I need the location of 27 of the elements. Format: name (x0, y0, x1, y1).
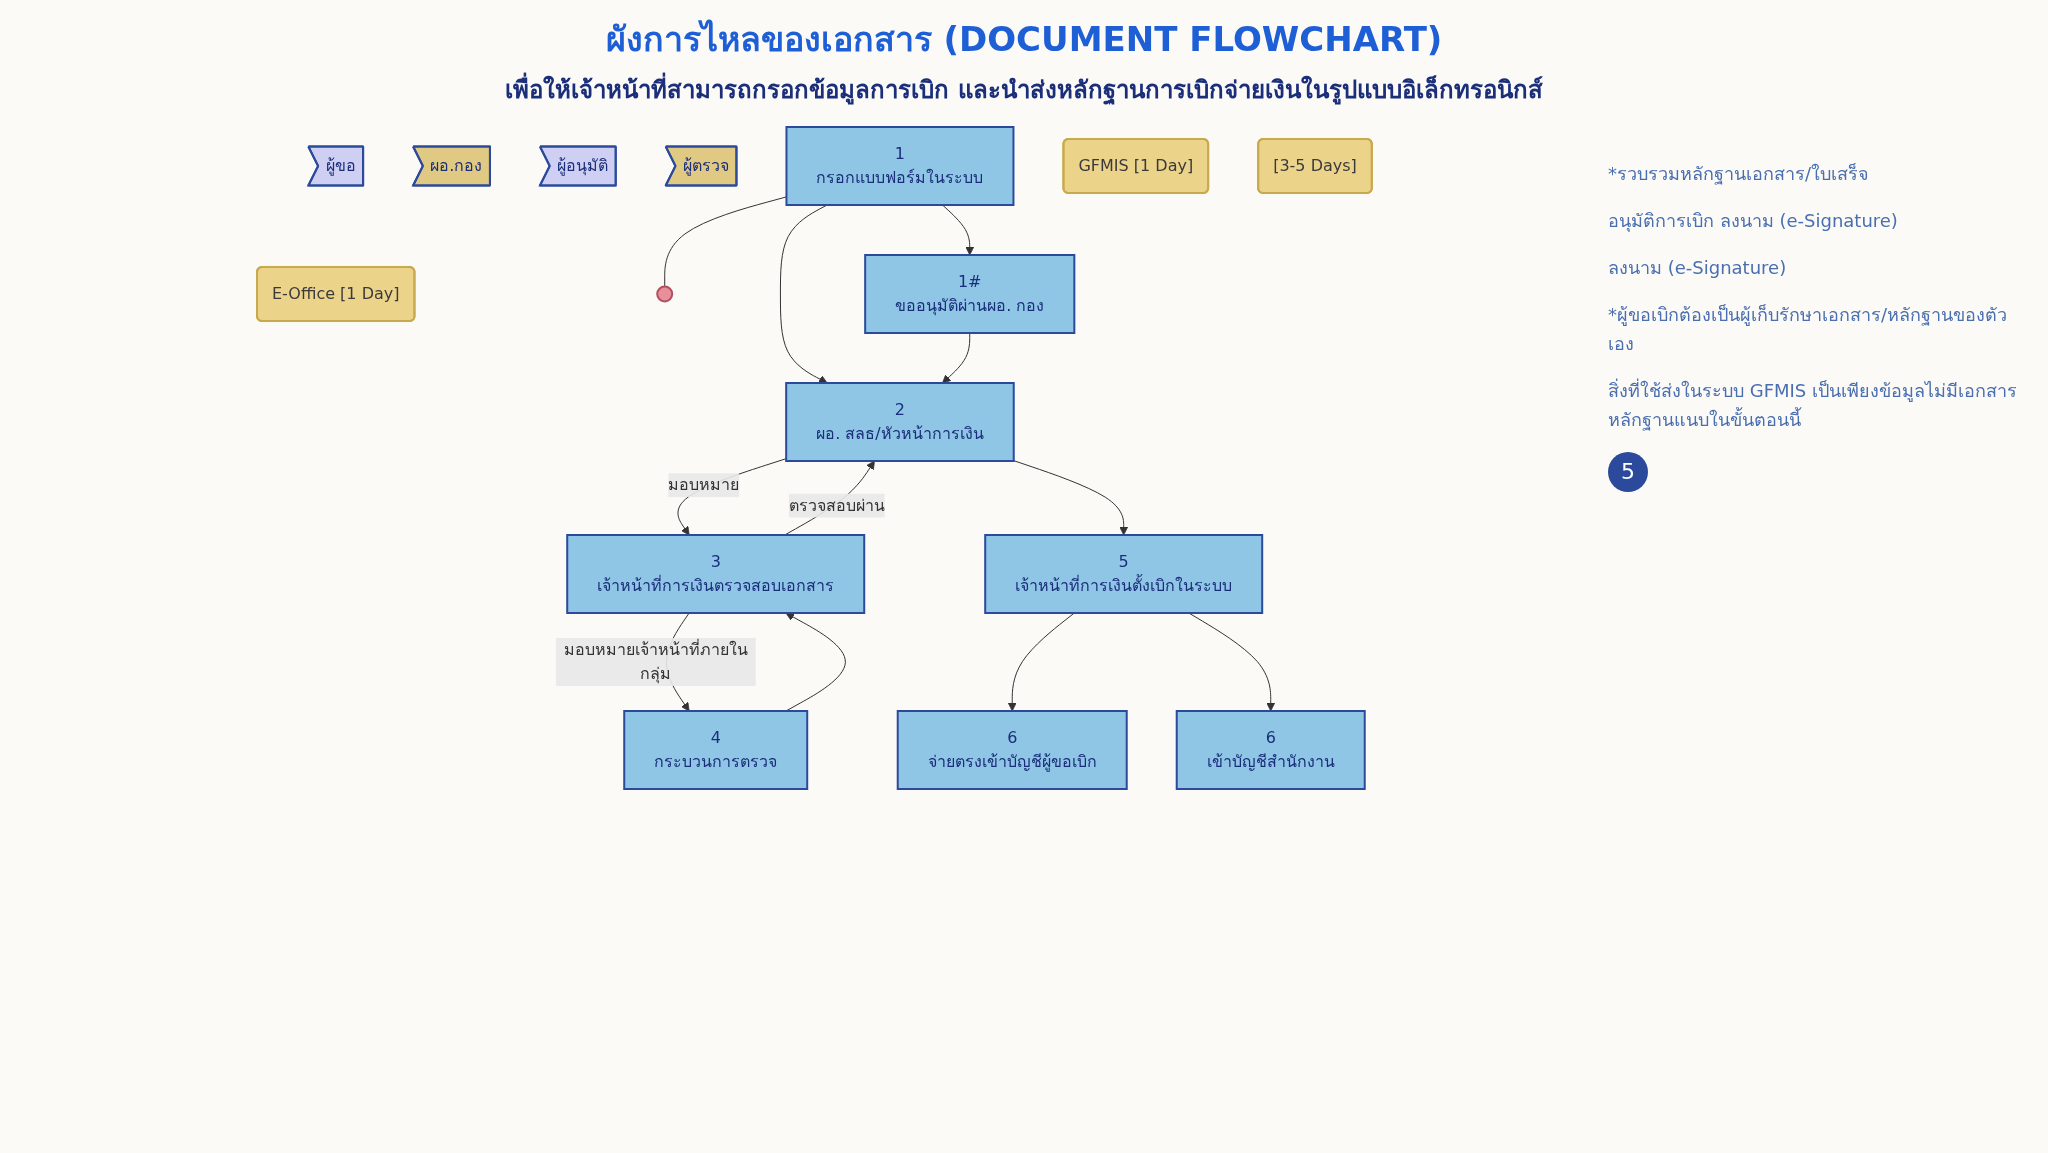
node-box: 2 ผอ. สลธ/หัวหน้าการเงิน (784, 382, 1015, 462)
edge-label: ตรวจสอบผ่าน (788, 495, 885, 515)
title: ผังการไหลของเอกสาร (DOCUMENT FLOWCHART) (604, 18, 1444, 61)
arrow (785, 612, 846, 712)
node-box: 6 จ่ายตรงเข้าบัญชีผู้ขอเบิก (896, 710, 1128, 790)
page-number: 5 (1608, 452, 1648, 492)
arrow (1012, 460, 1128, 536)
node-box: 1# ขออนุมัติผ่านผอ. กอง (863, 254, 1075, 334)
footnote: *ผู้ขอเบิกต้องเป็นผู้เก็บรักษาเอกสาร/หลักฐานของตัวเอง (1608, 303, 2009, 356)
node-box: 4 กระบวนการตรวจ (622, 710, 808, 790)
signature-note: อนุมัติการเบิก ลงนาม (e-Signature) (1608, 209, 1899, 234)
signature-note: ลงนาม (e-Signature) (1608, 256, 1788, 280)
node-box: 3 เจ้าหน้าที่การเงินตรวจสอบเอกสาร (565, 534, 865, 614)
node-box: 6 เข้าบัญชีสำนักงาน (1175, 710, 1366, 790)
connector (663, 196, 787, 287)
node-circle (655, 285, 673, 303)
node-box: 1 กรอกแบบฟอร์มในระบบ (785, 126, 1015, 206)
edge-label: มอบหมายเจ้าหน้าที่ภายในกลุ่ม (563, 640, 748, 683)
arrow (1007, 612, 1075, 712)
node-box: 5 เจ้าหน้าที่การเงินตั้งเบิกในระบบ (983, 534, 1263, 614)
subtitle: เพื่อให้เจ้าหน้าที่สามารถกรอกข้อมูลการเบิก และนำส่งหลักฐานการเบิกจ่ายเงินในรูปแบบอิเล็กทรอนิกส์ (0, 70, 2048, 109)
arrow (779, 204, 828, 384)
note: *รวบรวมหลักฐานเอกสาร/ใบเสร็จ (1608, 162, 1871, 187)
arrow (941, 332, 970, 384)
edge-label: มอบหมาย (667, 475, 739, 495)
note: สิ่งที่ใช้ส่งในระบบ GFMIS เป็นเพียงข้อมูลไม่มีเอกสารหลักฐานแนบในขั้นตอนนี้ (1608, 377, 2018, 433)
arrow (941, 204, 974, 256)
